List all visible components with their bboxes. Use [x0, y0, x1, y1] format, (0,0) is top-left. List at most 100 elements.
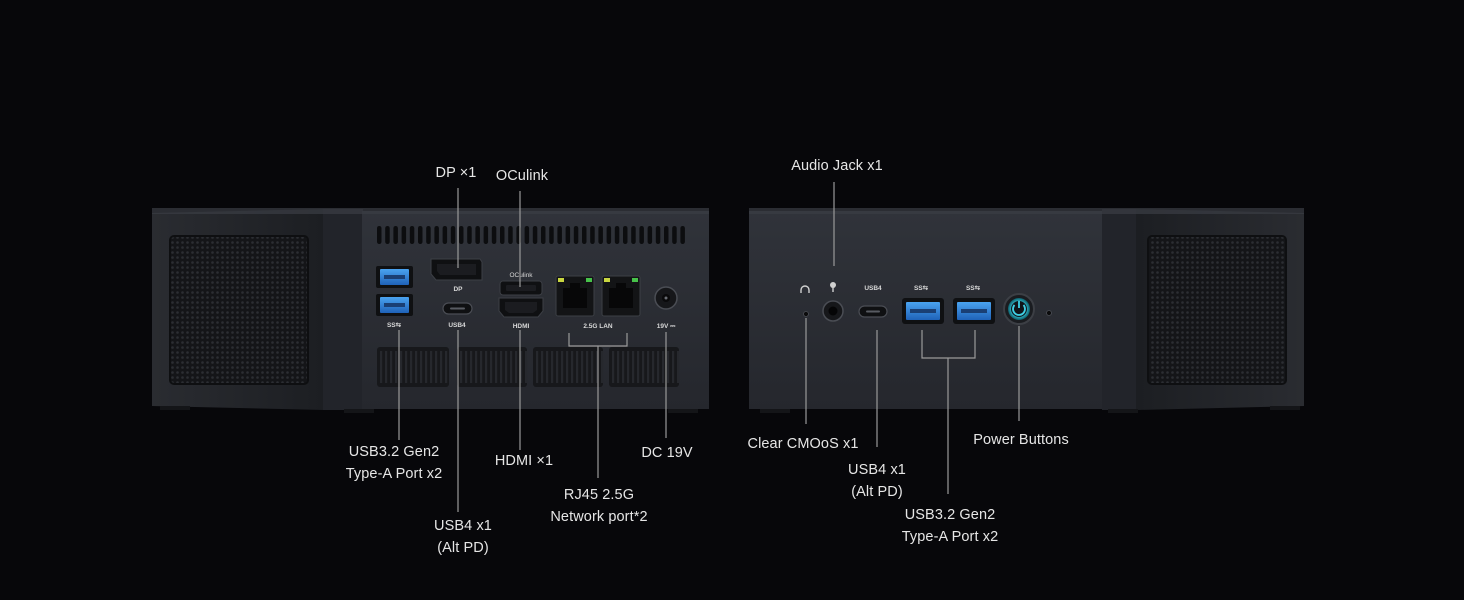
usb3-silkscreen: SS⇆ [387, 321, 402, 329]
headphone-icon [800, 285, 810, 293]
grille-slat [505, 351, 508, 383]
grille-slat [460, 351, 463, 383]
top-vent-slots [377, 226, 685, 244]
grille-slat [415, 351, 418, 383]
grille-slat [420, 351, 423, 383]
grille-slat [566, 351, 569, 383]
grille-slat [405, 351, 408, 383]
grille-slat [581, 351, 584, 383]
grille-slat [551, 351, 554, 383]
vent-slot [631, 226, 636, 244]
vent-slot [475, 226, 480, 244]
vent-slot [442, 226, 448, 244]
vent-slot [639, 226, 644, 244]
hdmi-label: HDMI ×1 [494, 453, 554, 469]
vent-slot [459, 226, 464, 244]
front-usb3-ports: SS⇆ SS⇆ [902, 284, 995, 324]
grille-slat [617, 351, 620, 383]
front-usb4-port: USB4 [858, 285, 888, 318]
usb4-silkscreen: USB4 [448, 322, 466, 329]
vent-slot [409, 226, 415, 244]
vent-slot [664, 226, 669, 244]
grille-slat [632, 351, 635, 383]
vent-slot [672, 226, 677, 244]
vent-slot [647, 226, 653, 244]
power-button-label: Power Buttons [973, 432, 1069, 448]
vent-slot [573, 226, 579, 244]
grille-slat [596, 351, 599, 383]
vent-slot [491, 226, 497, 244]
vent-slot [434, 226, 439, 244]
vent-slot [590, 226, 595, 244]
grille-slat [657, 351, 660, 383]
rear-panel-device: SS⇆ DP USB4 OCulink HDMI [152, 208, 709, 413]
clear-cmos-hole [803, 311, 809, 317]
grille-slat [591, 351, 594, 383]
grille-slat [667, 351, 670, 383]
vent-slot [532, 226, 538, 244]
vent-slot [541, 226, 546, 244]
audio-jack-label: Audio Jack x1 [791, 158, 883, 174]
grille-slat [677, 351, 680, 383]
corner-pillar [323, 209, 363, 410]
vent-slot [623, 226, 628, 244]
microphone-icon [830, 282, 836, 292]
grille-slat [425, 351, 428, 383]
vent-slot [598, 226, 603, 244]
grille-slat [536, 351, 539, 383]
grille-slat [525, 351, 528, 383]
clear-cmos-label: Clear CMOoS x1 [747, 436, 859, 452]
hdmi-port: HDMI [498, 297, 544, 330]
oculink-port: OCulink [499, 272, 543, 296]
grille-slat [647, 351, 650, 383]
svg-text:SS⇆: SS⇆ [914, 284, 929, 292]
dp-label: DP ×1 [435, 165, 477, 181]
grille-slat [480, 351, 483, 383]
grille-slat [485, 351, 488, 383]
grille-slat [601, 351, 604, 383]
dc-silkscreen: 19V ⎓ [657, 323, 676, 330]
dp-port: DP [430, 258, 483, 293]
grille-slat [510, 351, 513, 383]
grille-slat [652, 351, 655, 383]
grille-slat [515, 351, 518, 383]
grille-slat [410, 351, 413, 383]
grille-slat [500, 351, 503, 383]
usb4-type-c-port: USB4 [442, 302, 473, 329]
dp-silkscreen: DP [453, 286, 463, 293]
leader-lines [398, 182, 1020, 512]
grille-slat [662, 351, 665, 383]
grille-slat [435, 351, 438, 383]
grille-slat [541, 351, 544, 383]
svg-text:SS⇆: SS⇆ [966, 284, 981, 292]
grille-slat [672, 351, 675, 383]
grille-slat [430, 351, 433, 383]
grille-slat [385, 351, 388, 383]
power-button [1003, 293, 1035, 325]
grille-slat [520, 351, 523, 383]
corner-pillar-right [1102, 209, 1138, 410]
grille-slat [400, 351, 403, 383]
vent-slot [565, 226, 571, 244]
rj45-ports: 2.5G LAN [555, 275, 641, 330]
vent-slot [557, 226, 562, 244]
oculink-silkscreen: OCulink [509, 272, 533, 279]
vent-slot [401, 226, 407, 244]
rj45-label: RJ45 2.5G Network port*2 [550, 487, 648, 525]
grille-slat [380, 351, 383, 383]
side-vent-mesh-right [1147, 235, 1287, 385]
vent-slot [483, 226, 489, 244]
grille-slat [622, 351, 625, 383]
grille-slat [571, 351, 574, 383]
vent-slot [680, 226, 685, 244]
front-panel-device: USB4 SS⇆ SS⇆ [749, 208, 1304, 413]
vent-slot [450, 226, 456, 244]
grille-slat [561, 351, 564, 383]
hdmi-silkscreen: HDMI [513, 323, 530, 330]
oculink-label: OCulink [495, 168, 549, 184]
rear-usb32-label: USB3.2 Gen2 Type-A Port x2 [345, 444, 443, 482]
grille-slat [642, 351, 645, 383]
front-usb4-silkscreen: USB4 [864, 285, 882, 292]
vent-slot [614, 226, 620, 244]
grille-slat [627, 351, 630, 383]
